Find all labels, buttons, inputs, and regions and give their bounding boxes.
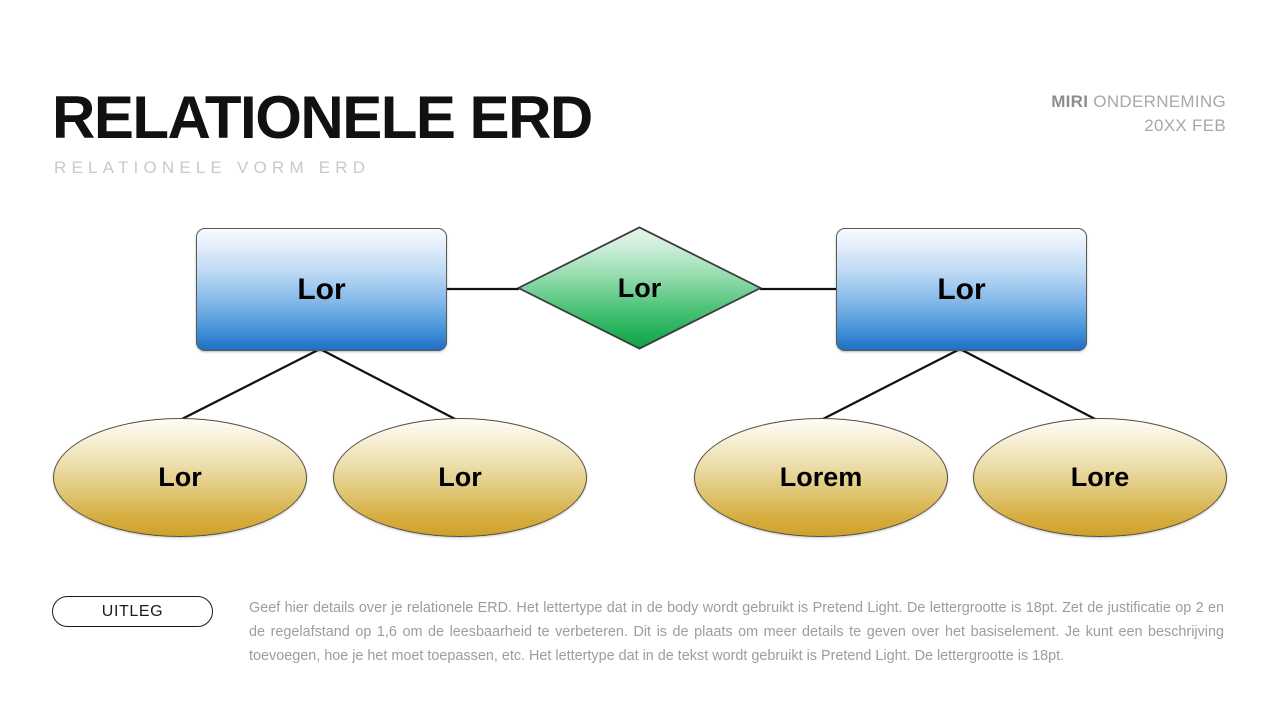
attribute-1-label: Lor [158,462,202,492]
attribute-4-label: Lore [1070,462,1130,492]
page-title: RELATIONELE ERD [52,84,593,151]
uitleg-badge: UITLEG [52,596,213,627]
attribute-3-label: Lorem [779,462,863,492]
attribute-node-1[interactable]: Lor [53,418,307,537]
relationship-label: Lor [617,272,662,303]
edge-entity-left-to-attribute-2 [319,348,460,422]
relationship-node[interactable]: Lor [517,226,762,350]
edge-entity-right-to-attribute-3 [818,348,961,422]
diamond-shape [517,226,762,350]
brand-company: MIRI ONDERNEMING [1051,90,1226,114]
brand-name: MIRI [1051,92,1089,111]
entity-node-right[interactable]: Lor [836,228,1087,351]
attribute-2-label: Lor [438,462,482,492]
page-subtitle: RELATIONELE VORM ERD [54,158,371,177]
entity-node-left[interactable]: Lor [196,228,447,351]
brand-suffix: ONDERNEMING [1088,92,1226,111]
uitleg-badge-label: UITLEG [101,602,164,620]
edge-entity-left-to-attribute-1 [177,348,321,422]
attribute-node-4[interactable]: Lore [973,418,1227,537]
entity-right-label: Lor [937,272,986,306]
edge-entity-right-to-attribute-4 [959,348,1100,422]
entity-left-label: Lor [297,272,346,306]
footer-body-text: Geef hier details over je relationele ER… [249,600,1224,664]
brand-block: MIRI ONDERNEMING 20XX FEB [1051,90,1226,138]
attribute-node-2[interactable]: Lor [333,418,587,537]
brand-date: 20XX FEB [1144,116,1226,136]
attribute-node-3[interactable]: Lorem [694,418,948,537]
